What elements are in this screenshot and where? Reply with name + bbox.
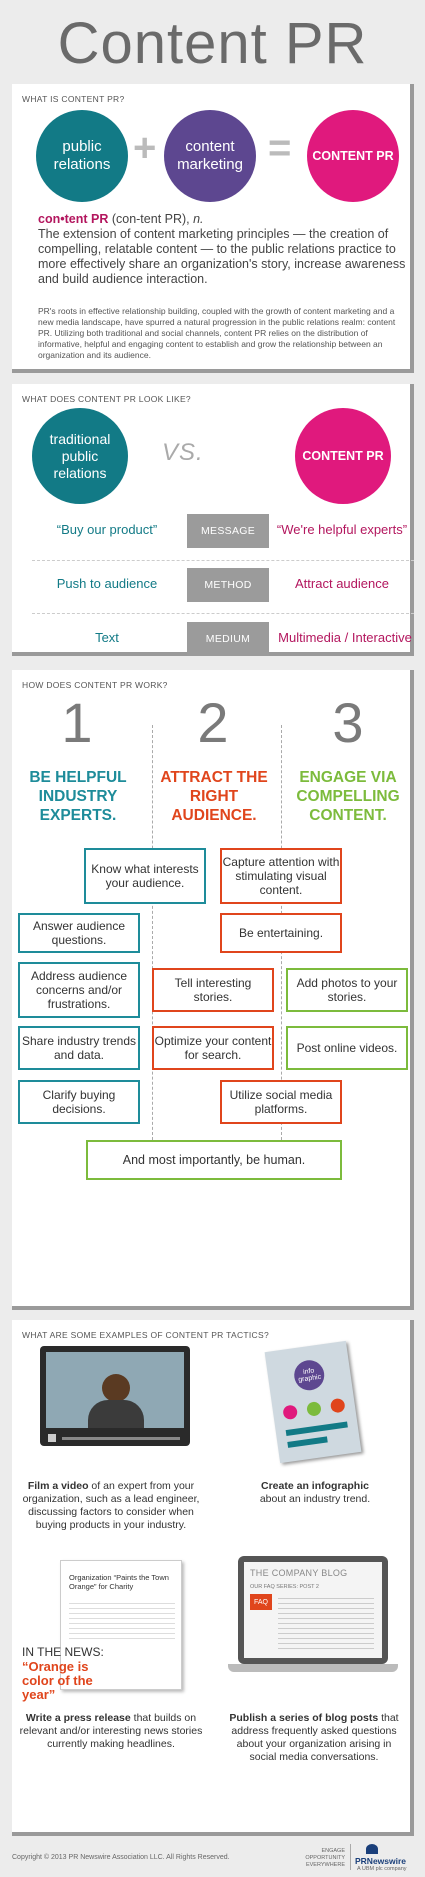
intro-paragraph: PR's roots in effective relationship bui… [38, 306, 396, 360]
section-heading: WHAT DOES CONTENT PR LOOK LIKE? [22, 394, 191, 404]
tip-box-main: And most importantly, be human. [86, 1140, 342, 1180]
person-body [88, 1400, 144, 1428]
press-headline: Organization “Paints the Town Orange” fo… [69, 1573, 169, 1591]
example-video: Film a video of an expert from your orga… [16, 1480, 206, 1532]
footer: Copyright © 2013 PR Newswire Association… [0, 1842, 425, 1877]
footer-divider [350, 1844, 351, 1870]
definition: con•tent PR (con-tent PR), n. The extens… [38, 212, 408, 287]
infographic-label: info graphic [292, 1358, 327, 1393]
definition-pronunciation: (con-tent PR), [108, 212, 194, 226]
tip-box: Capture attention with stimulating visua… [220, 848, 342, 904]
medium-traditional: Text [95, 630, 119, 645]
tip-box: Clarify buying decisions. [18, 1080, 140, 1124]
brand-subtitle: A UBM plc company [357, 1866, 407, 1872]
orange-quote: “Orange is color of the year” [22, 1659, 93, 1702]
message-content-pr: “We're helpful experts” [276, 522, 408, 537]
column-divider [152, 725, 153, 1145]
tip-box: Tell interesting stories. [152, 968, 274, 1012]
method-content-pr: Attract audience [295, 576, 389, 591]
example-press-text: that builds on relevant and/or interesti… [19, 1712, 203, 1750]
message-traditional: “Buy our product” [56, 522, 158, 537]
prnewswire-logo-icon [366, 1844, 378, 1854]
example-video-text: of an expert from your organization, suc… [22, 1480, 200, 1531]
tip-box: Utilize social media platforms. [220, 1080, 342, 1124]
laptop-base [228, 1664, 398, 1672]
step-heading-2: ATTRACT THE RIGHT AUDIENCE. [160, 769, 268, 824]
press-text-lines [69, 1599, 175, 1639]
press-release-image: Organization “Paints the Town Orange” fo… [60, 1560, 182, 1690]
infographic-bar [287, 1436, 328, 1448]
blog-title: THE COMPANY BLOG [250, 1568, 348, 1578]
tip-box: Add photos to your stories. [286, 968, 408, 1012]
tip-box: Know what interests your audience. [84, 848, 206, 904]
step-number-2: 2 [197, 691, 229, 754]
tip-box: Answer audience questions. [18, 913, 140, 953]
method-traditional: Push to audience [56, 576, 158, 591]
equals-sign: = [268, 126, 292, 170]
in-the-news-label: IN THE NEWS: [22, 1645, 104, 1659]
definition-pos: n. [193, 212, 204, 226]
example-press-release: Write a press release that builds on rel… [16, 1712, 206, 1751]
tip-box: Post online videos. [286, 1026, 408, 1070]
definition-body: The extension of content marketing princ… [38, 227, 406, 286]
person-head [102, 1374, 130, 1402]
example-video-bold: Film a video [27, 1480, 89, 1492]
section-look-like: WHAT DOES CONTENT PR LOOK LIKE? traditio… [12, 384, 414, 656]
laptop-image: THE COMPANY BLOG OUR FAQ SERIES: POST 2 … [238, 1556, 388, 1664]
page-title: Content PR [57, 11, 368, 76]
step-heading-3: ENGAGE VIA COMPELLING CONTENT. [296, 769, 400, 824]
example-infographic-text: about an industry trend. [259, 1493, 371, 1505]
brand-name[interactable]: PRNewswire [355, 1856, 407, 1866]
example-blog-bold: Publish a series of blog posts [229, 1712, 379, 1724]
circle-content-marketing: content marketing [164, 110, 256, 202]
tip-box: Share industry trends and data. [18, 1026, 140, 1070]
tagline: ENGAGE OPPORTUNITY EVERYWHERE [305, 1848, 345, 1868]
medium-label: MEDIUM [187, 622, 269, 656]
infographic-bar [285, 1421, 348, 1437]
infographic-image: info graphic [264, 1340, 362, 1464]
example-blog-text: that address frequently asked questions … [231, 1712, 399, 1763]
vs-label: VS. [162, 439, 204, 466]
example-press-bold: Write a press release [25, 1712, 131, 1724]
circle-traditional-pr: traditional public relations [32, 408, 128, 504]
infographic-dot [329, 1397, 346, 1414]
video-player-image [40, 1346, 190, 1446]
divider [32, 613, 414, 614]
infographic-dot [306, 1401, 322, 1417]
step-number-1: 1 [61, 691, 93, 754]
example-infographic-bold: Create an infographic [261, 1480, 369, 1492]
tip-box: Be entertaining. [220, 913, 342, 953]
play-icon[interactable] [48, 1434, 56, 1442]
blog-text-lines [278, 1594, 374, 1650]
circle-public-relations: public relations [36, 110, 128, 202]
section-heading: WHAT IS CONTENT PR? [22, 94, 125, 104]
section-heading: WHAT ARE SOME EXAMPLES OF CONTENT PR TAC… [22, 1330, 269, 1340]
medium-content-pr: Multimedia / Interactive [278, 630, 412, 645]
definition-term: con•tent PR [38, 212, 109, 226]
tip-box: Address audience concerns and/or frustra… [18, 962, 140, 1018]
blog-tag: OUR FAQ SERIES: POST 2 [250, 1584, 319, 1590]
message-label: MESSAGE [187, 514, 269, 548]
circle-content-pr: CONTENT PR [295, 408, 391, 504]
example-blog: Publish a series of blog posts that addr… [224, 1712, 404, 1764]
section-what-is: WHAT IS CONTENT PR? public relations + c… [12, 84, 414, 373]
plus-sign: + [133, 126, 157, 170]
section-heading: HOW DOES CONTENT PR WORK? [22, 680, 168, 690]
step-heading-1: BE HELPFUL INDUSTRY EXPERTS. [29, 769, 127, 824]
faq-badge: FAQ [250, 1594, 272, 1610]
copyright: Copyright © 2013 PR Newswire Association… [12, 1854, 230, 1861]
tip-box: Optimize your content for search. [152, 1026, 274, 1070]
step-number-3: 3 [332, 691, 364, 754]
infographic-dot [282, 1404, 299, 1421]
divider [32, 560, 414, 561]
laptop-screen: THE COMPANY BLOG OUR FAQ SERIES: POST 2 … [244, 1562, 382, 1658]
circle-content-pr: CONTENT PR [307, 110, 399, 202]
method-label: METHOD [187, 568, 269, 602]
video-progress-bar[interactable] [62, 1437, 180, 1440]
